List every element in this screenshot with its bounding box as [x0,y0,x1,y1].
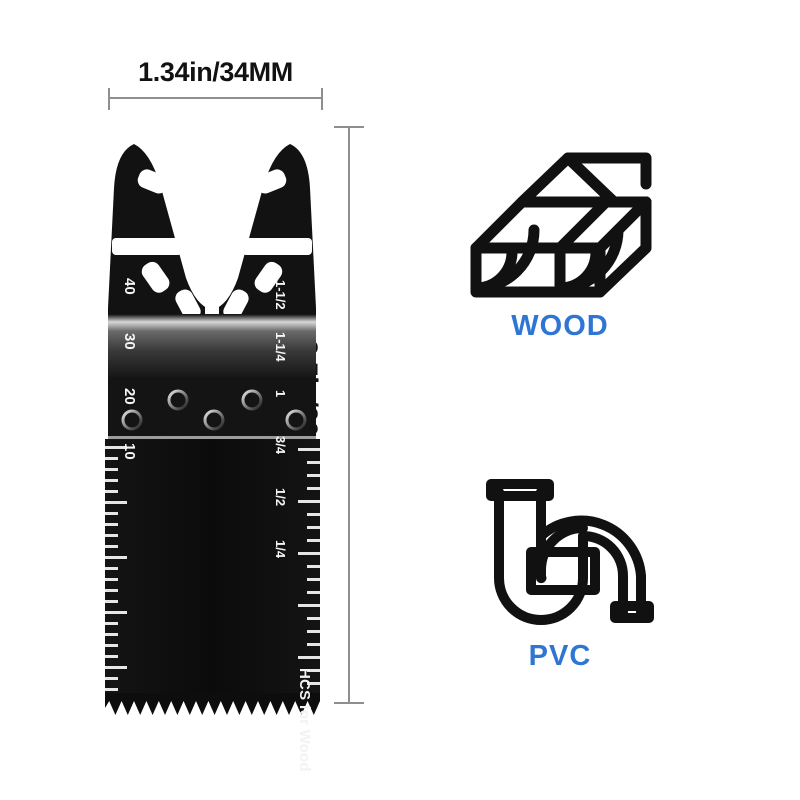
width-dimension-line [108,97,323,99]
blade-rivets [121,389,307,431]
blade-body [105,439,320,701]
blade-brand-text: HCS for Wood [296,668,313,772]
width-dimension-label: 1.34in/34MM [138,57,293,87]
imperial-tick-label-1-2: 1/2 [273,488,288,507]
material-wood: WOOD [440,135,680,343]
head-slot-left-bar [112,238,182,255]
height-dimension-tick-top [334,126,364,128]
blade-mounting-head [108,144,316,328]
head-slot-inner-left [175,289,201,321]
oscillating-saw-blade: 40 30 20 10 1-1/2 1-1/4 1 3/4 1/2 1/4 HC… [100,128,328,772]
metric-tick-label-10: 10 [121,443,138,460]
pvc-pipe-icon [440,465,680,640]
pvc-label: PVC [528,640,592,672]
head-slot-mid-left [141,261,170,293]
head-slot-tip-right [256,169,287,194]
width-dimension-tick-left [108,88,110,110]
metric-tick-label-30: 30 [121,333,138,350]
wood-label: WOOD [511,310,609,342]
metric-tick-label-40: 40 [121,278,138,295]
metric-tick-label-20: 20 [121,388,138,405]
imperial-tick-label-1-4: 1/4 [273,540,288,559]
head-slot-inner-right [223,289,249,321]
imperial-tick-label-1: 1 [273,390,288,398]
metric-ruler-ticks [105,446,127,691]
imperial-tick-label-3-4: 3/4 [273,436,288,455]
blade-neck-bend [108,314,316,380]
head-slot-tip-left [137,169,168,194]
height-dimension-tick-bottom [334,702,364,704]
blade-saw-teeth [105,693,320,715]
blade-fold-line [108,436,316,439]
width-dimension-tick-right [321,88,323,110]
imperial-tick-label-1-1-2: 1-1/2 [273,280,288,310]
height-dimension-line [348,126,350,703]
material-pvc: PVC [440,465,680,673]
imperial-tick-label-1-1-4: 1-1/4 [273,332,288,362]
blade-graphic [105,144,320,715]
wood-boards-icon [440,135,680,310]
head-slot-right-bar [242,238,312,255]
blade-rivet-plate [108,378,316,440]
head-slot-mid-right [254,261,283,293]
